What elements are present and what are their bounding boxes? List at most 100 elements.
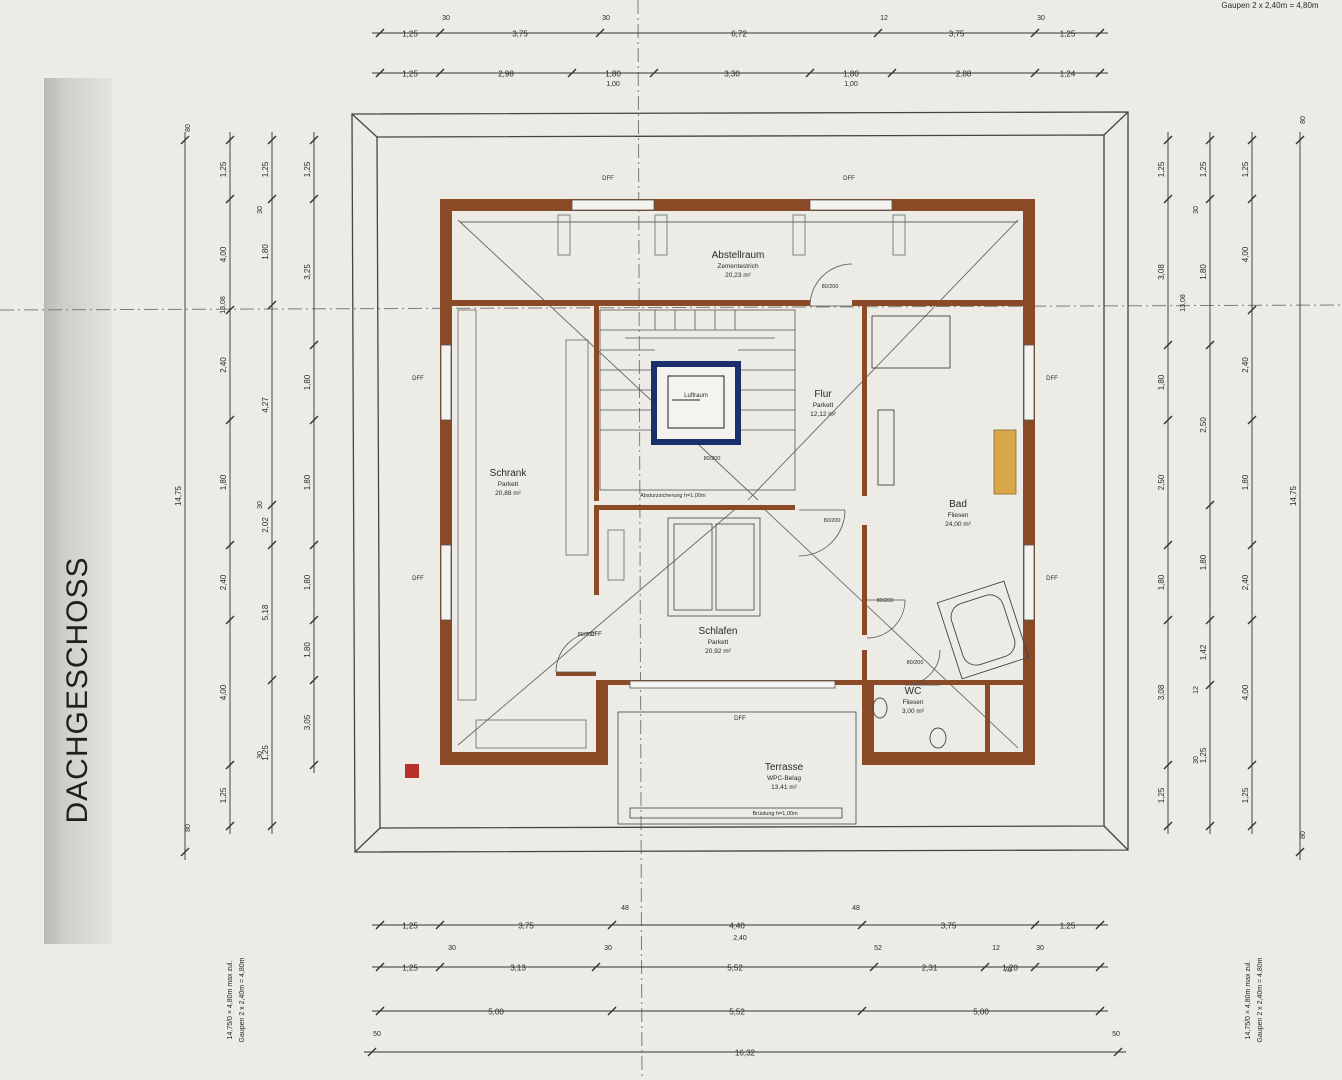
dimension-tick (1113, 1047, 1123, 1057)
dimension-tick (1205, 615, 1215, 625)
room-name: WC (905, 686, 922, 697)
dimension-small-label: 80 (1300, 116, 1307, 124)
dimension-label: 2,50 (1199, 417, 1208, 433)
bath-fixtures (871, 315, 1030, 749)
dimension-label: 1,80 (1157, 574, 1166, 590)
dimension-tick (309, 615, 319, 625)
dimension-tick (649, 68, 659, 78)
dimension-label: 6,72 (731, 30, 747, 39)
dimension-label: 1,42 (1199, 644, 1208, 660)
roof-outline (351, 111, 1129, 853)
dimension-tick (367, 1047, 377, 1057)
dimension-tick (1163, 340, 1173, 350)
dimension-tick (595, 28, 605, 38)
right-dimension-outer: 14,75 (1289, 132, 1305, 860)
dimension-label: 4,00 (1241, 684, 1250, 700)
hip-lines (457, 219, 1019, 749)
dimension-small-label: 80 (1300, 831, 1307, 839)
level-label-left: 13,08 (220, 296, 227, 314)
dimension-label: 1,20 (1002, 964, 1018, 973)
dimension-label: 1,25 (261, 161, 270, 177)
dimension-label: 1,25 (1241, 787, 1250, 803)
dimension-label: 1,80 (303, 642, 312, 658)
room-name: Terrasse (765, 762, 804, 773)
dimension-small-label: 80 (185, 824, 192, 832)
dimension-tick (1095, 920, 1105, 930)
dimension-label: 2,40 (1241, 357, 1250, 373)
left-dimension-outer: 14,75 (174, 132, 190, 860)
dimension-label: 1,80 (1157, 374, 1166, 390)
dimension-tick (1163, 821, 1173, 831)
dimension-tick (309, 675, 319, 685)
dimension-label: 1,25 (1157, 787, 1166, 803)
dimension-tick (1163, 615, 1173, 625)
dimension-label: 1,25 (1199, 747, 1208, 763)
dimension-tick (607, 1006, 617, 1016)
room-area: 20,92 m² (705, 648, 731, 655)
room-area: 3,00 m² (902, 708, 925, 715)
dimension-tick (267, 675, 277, 685)
window-label: DFF (1046, 376, 1058, 382)
dimension-label: 4,40 (729, 922, 745, 931)
dimension-label: 4,00 (1241, 246, 1250, 262)
dimension-tick (375, 28, 385, 38)
dimension-tick (1247, 821, 1257, 831)
room-name: Schrank (490, 468, 528, 479)
dimension-under-label: 2,40 (733, 935, 747, 942)
dimension-tick (567, 68, 577, 78)
dimension-tick (1163, 760, 1173, 770)
dimension-small-label: 30 (257, 206, 264, 214)
dimension-label: 5,52 (729, 1008, 745, 1017)
dimension-label: 1,25 (219, 787, 228, 803)
dimension-tick (1205, 500, 1215, 510)
dimension-tick (225, 194, 235, 204)
left-note-line: Gaupen 2 x 2,40m = 4,80m (239, 957, 246, 1042)
dimension-tick (267, 135, 277, 145)
dimension-under-label: 1,00 (844, 81, 858, 88)
dimension-label: 2,88 (956, 70, 972, 79)
left-dimension-col-2: 1,254,002,401,802,404,001,25 (219, 132, 235, 834)
dimension-tick (225, 415, 235, 425)
dimension-tick (225, 615, 235, 625)
bottom-dimension-row-4: 16,32 (364, 1047, 1126, 1058)
dimension-label: 16,32 (735, 1049, 756, 1058)
dimension-tick (1247, 615, 1257, 625)
dimension-tick (1205, 680, 1215, 690)
right-dimension-col-3: 1,254,002,401,802,404,001,25 (1241, 132, 1257, 834)
dimension-tick (1205, 194, 1215, 204)
dimension-tick (267, 300, 277, 310)
stair-void-label: Luftraum (684, 393, 708, 399)
railing-annotation: Absturzsicherung h=1,00m (640, 493, 706, 499)
dimension-small-label: 12 (1193, 686, 1200, 694)
door-label: 80/200 (907, 660, 924, 666)
dimension-tick (309, 760, 319, 770)
dimension-tick (435, 962, 445, 972)
stair-void-details (667, 375, 725, 429)
dimension-tick (309, 540, 319, 550)
dimension-tick (267, 194, 277, 204)
dimension-tick (1295, 847, 1305, 857)
dimension-tick (225, 821, 235, 831)
windows (440, 199, 1035, 689)
dimension-label: 1,80 (261, 244, 270, 260)
wardrobe-modules (457, 214, 906, 749)
dimension-tick (1163, 415, 1173, 425)
dimension-label: 1,80 (1241, 474, 1250, 490)
dimension-tick (887, 68, 897, 78)
dimension-label: 3,05 (303, 714, 312, 730)
dimension-tick (1095, 68, 1105, 78)
dimension-tick (873, 28, 883, 38)
interior-walls (452, 300, 1024, 752)
section-marker (405, 764, 419, 778)
dimension-label: 2,40 (219, 357, 228, 373)
door-swings (555, 263, 941, 686)
dimension-label: 4,00 (219, 246, 228, 262)
